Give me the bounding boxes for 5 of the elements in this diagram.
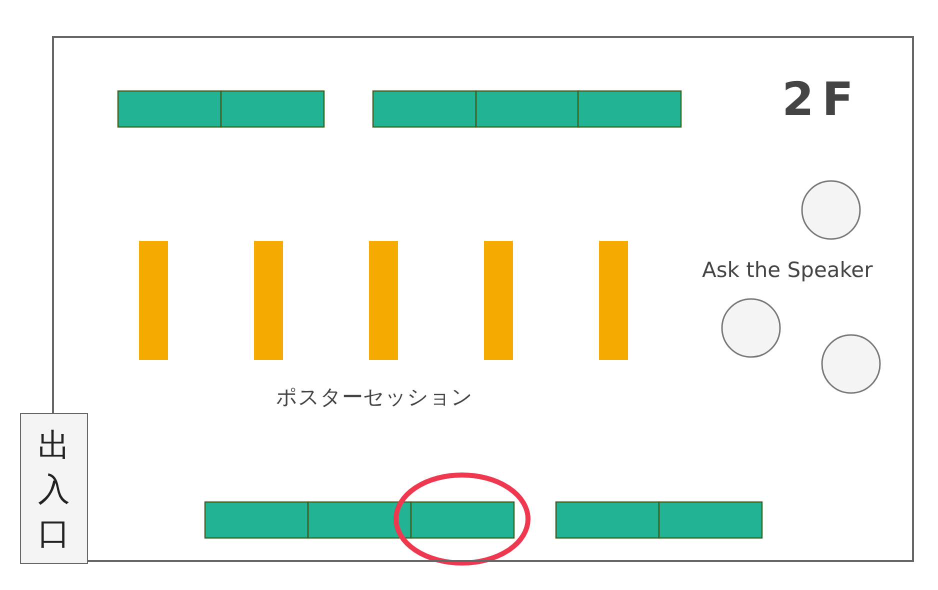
area-label: ポスターセッション [276,384,473,411]
floor-label: 2F [782,72,862,126]
entrance-box [20,413,88,564]
area-label: Ask the Speaker [702,258,873,282]
entrance-label: 出入口 [37,424,71,554]
